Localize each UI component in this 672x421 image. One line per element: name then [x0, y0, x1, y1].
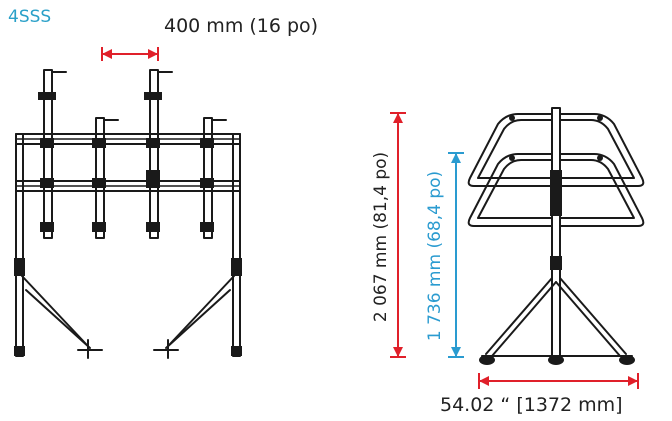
total-height-label: 2 067 mm (81,4 po): [371, 152, 391, 322]
side-curved-rails: [467, 113, 645, 227]
side-tripod-legs: [481, 277, 633, 357]
outer-uprights: [14, 133, 242, 357]
base-width-label: 54.02 “ [1372 mm]: [440, 394, 623, 416]
mount-rails: [38, 69, 227, 239]
side-casters: [479, 355, 635, 365]
stand-side-view: [467, 107, 645, 365]
side-mast: [550, 107, 562, 361]
base-legs: [14, 275, 242, 359]
stand-front-view: [14, 69, 242, 359]
spacing-label: 400 mm (16 po): [164, 15, 318, 37]
model-label: 4SSS: [8, 7, 51, 27]
screen-height-label: 1 736 mm (68,4 po): [425, 171, 445, 341]
